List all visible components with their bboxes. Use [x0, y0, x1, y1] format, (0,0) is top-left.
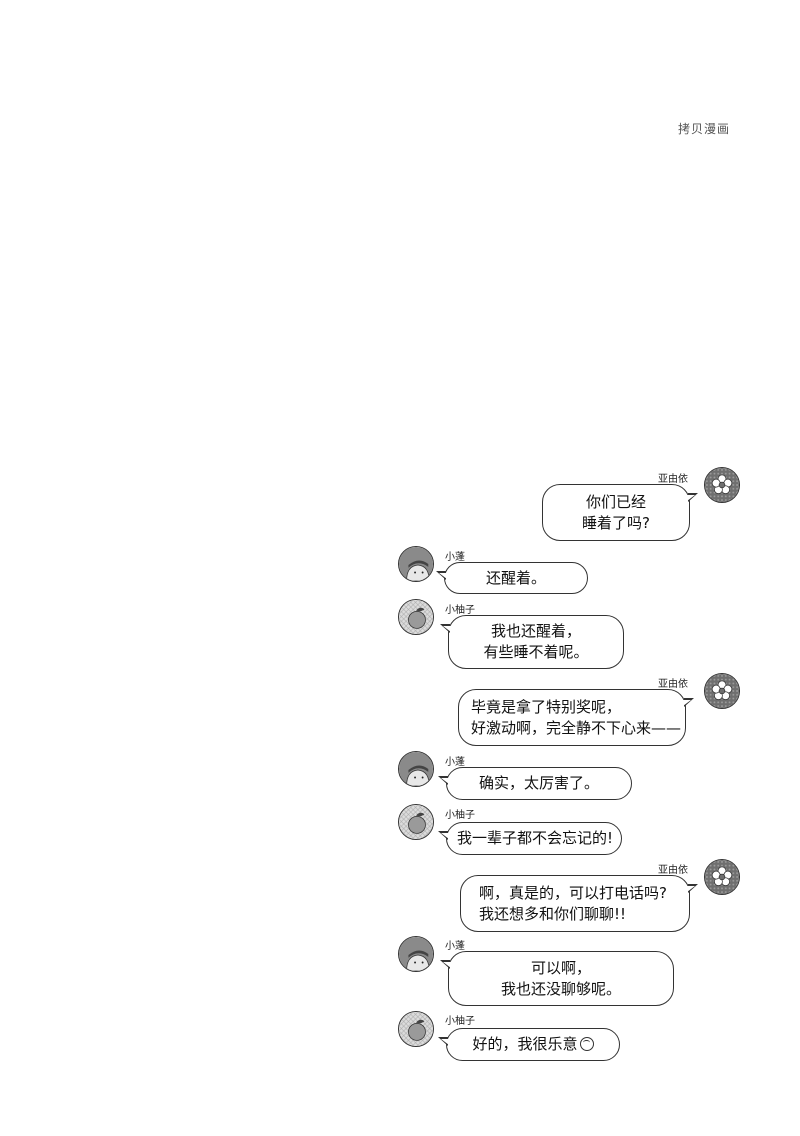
message-line: 有些睡不着呢。 [483, 643, 589, 661]
sender-name: 小蓬 [445, 552, 465, 563]
character-avatar-icon [399, 547, 433, 581]
message-bubble[interactable]: 确实，太厉害了。 [438, 767, 632, 800]
message-line: 好激动啊，完全静不下心来—— [471, 718, 682, 737]
sender-name: 小蓬 [445, 757, 465, 768]
message-line: 可以啊， [530, 958, 591, 977]
message-bubble[interactable]: 好的，我很乐意 [438, 1028, 620, 1061]
xiaopeng-avatar[interactable] [398, 936, 434, 972]
sender-name: 小蓬 [445, 941, 465, 952]
message-line: 我也还没聊够呢。 [500, 979, 621, 998]
sender-name: 亚由依 [658, 474, 688, 485]
message-text: 好的，我很乐意 [472, 1035, 578, 1053]
message-line: 确实，太厉害了。 [478, 774, 599, 792]
message-bubble[interactable]: 啊，真是的，可以打电话吗? 我还想多和你们聊聊!! [460, 875, 698, 932]
message-bubble[interactable]: 可以啊， 我也还没聊够呢。 [440, 951, 674, 1006]
ayi-avatar[interactable] [704, 467, 740, 503]
xiaopeng-avatar[interactable] [398, 751, 434, 787]
message-bubble[interactable]: 我一辈子都不会忘记的! [438, 822, 622, 855]
message-bubble[interactable]: 毕竟是拿了特别奖呢， 好激动啊，完全静不下心来—— [458, 689, 694, 746]
message-line: 好的，我很乐意 [472, 1034, 594, 1055]
xiaoyouzi-avatar[interactable] [398, 599, 434, 635]
character-avatar-icon [399, 752, 433, 786]
citrus-avatar-icon [399, 805, 433, 839]
ayi-avatar[interactable] [704, 673, 740, 709]
sender-name: 小柚子 [445, 605, 475, 616]
message-line: 还醒着。 [485, 568, 546, 587]
flower-avatar-icon [705, 860, 739, 894]
ayi-avatar[interactable] [704, 859, 740, 895]
message-line: 我也还醒着， [490, 622, 581, 640]
xiaoyouzi-avatar[interactable] [398, 804, 434, 840]
watermark: 拷贝漫画 [678, 122, 731, 136]
message-bubble[interactable]: 你们已经 睡着了吗? [542, 484, 698, 541]
sender-name: 亚由依 [658, 865, 688, 876]
message-bubble[interactable]: 我也还醒着， 有些睡不着呢。 [440, 615, 624, 669]
xiaoyouzi-avatar[interactable] [398, 1011, 434, 1047]
xiaopeng-avatar[interactable] [398, 546, 434, 582]
message-line: 我一辈子都不会忘记的! [457, 829, 614, 847]
flower-avatar-icon [705, 468, 739, 502]
message-line: 睡着了吗? [582, 513, 650, 532]
message-line: 我还想多和你们聊聊!! [479, 904, 627, 923]
sender-name: 亚由依 [658, 679, 688, 690]
sender-name: 小柚子 [445, 1016, 475, 1027]
flower-avatar-icon [705, 674, 739, 708]
sender-name: 小柚子 [445, 810, 475, 821]
message-line: 毕竟是拿了特别奖呢， [471, 697, 622, 716]
message-line: 你们已经 [585, 492, 646, 511]
message-line: 啊，真是的，可以打电话吗? [479, 883, 667, 902]
citrus-avatar-icon [399, 600, 433, 634]
smile-emoji-icon [579, 1037, 594, 1051]
citrus-avatar-icon [399, 1012, 433, 1046]
message-bubble[interactable]: 还醒着。 [436, 562, 588, 594]
character-avatar-icon [399, 937, 433, 971]
